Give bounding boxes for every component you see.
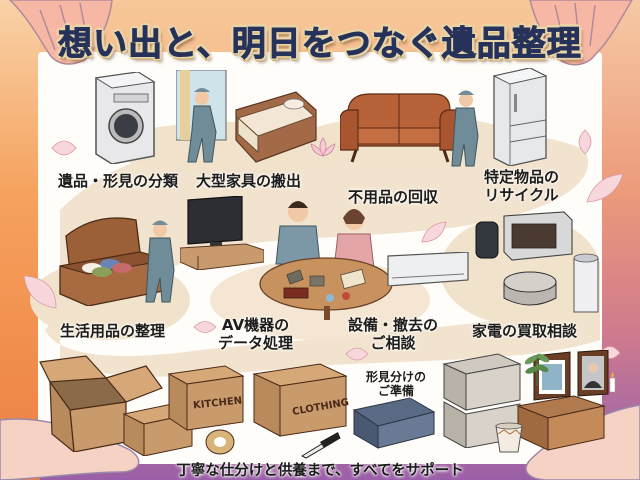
hand-top-left-icon (8, 0, 113, 65)
background-right-gradient (600, 0, 640, 480)
cherry-petal-icon (193, 321, 217, 333)
open-cardboard-box-icon (39, 355, 163, 452)
service-label-keepsakes-line1: 形見分けの (366, 370, 427, 384)
service-label-equipment-line2: ご相談 (370, 334, 416, 352)
cherry-petal-icon (51, 140, 77, 156)
hand-top-right-icon (529, 0, 633, 66)
cardboard-box-icon (167, 365, 245, 431)
poster-footer-tagline: 丁寧な仕分けと供養まで、すべてをサポート (176, 463, 464, 479)
background-left-gradient (0, 0, 40, 480)
folded-blankets-icon (352, 397, 436, 449)
poster-title-wrap: 想い出と、明日をつなぐ遺品整理 (0, 16, 640, 65)
cherry-petal-icon (578, 129, 592, 155)
tape-and-marker-icon (205, 429, 341, 459)
kitchen-box: KITCHEN (165, 364, 245, 432)
refrigerator-icon (492, 68, 548, 166)
service-label-keepsakes-line2: ご準備 (378, 384, 415, 398)
memento-table-scene-icon (259, 201, 393, 320)
service-label-large-furniture: 大型家具の搬出 (196, 172, 302, 190)
service-label-recycling-line1: 特定物品の (484, 168, 560, 186)
cherry-petal-icon (586, 173, 624, 203)
service-label-recycling-line2: リサイクル (484, 186, 559, 204)
service-label-av-data-line2: データ処理 (218, 334, 294, 352)
memorial-photos-icon (495, 350, 616, 453)
service-label-av-data-line1: AV機器の (221, 316, 290, 334)
service-label-appliance-buyback: 家電の買取相談 (472, 322, 578, 340)
cherry-petal-icon (421, 221, 447, 243)
cherry-petal-icon (23, 275, 57, 309)
service-label-av-data: AV機器の データ処理 (218, 316, 293, 352)
sofa-carry-scene-icon (340, 90, 479, 167)
service-label-disposal: 不用品の回収 (348, 188, 439, 206)
treasure-chest-scene-icon (59, 217, 175, 306)
lotus-flower-icon (310, 137, 336, 157)
service-label-sorting: 遺品・形見の分類 (58, 172, 179, 190)
small-appliances-icon (475, 211, 599, 313)
clothing-box: CLOTHING (250, 362, 350, 438)
cardboard-box-icon (252, 363, 348, 437)
bed-carry-scene-icon (176, 70, 317, 163)
service-label-recycling: 特定物品の リサイクル (484, 168, 559, 204)
cherry-petal-icon (345, 347, 369, 361)
service-label-keepsakes: 形見分けの ご準備 (366, 370, 426, 398)
potted-plant-icon (524, 353, 550, 386)
washing-machine-icon (94, 72, 156, 164)
service-label-equipment: 設備・撤去の ご相談 (348, 316, 438, 352)
service-label-equipment-line1: 設備・撤去の (348, 316, 439, 334)
poster-title: 想い出と、明日をつなぐ遺品整理 (58, 24, 582, 65)
tv-on-stand-icon (180, 196, 264, 270)
air-conditioner-icon (387, 252, 469, 286)
service-label-daily-goods: 生活用品の整理 (60, 322, 166, 340)
